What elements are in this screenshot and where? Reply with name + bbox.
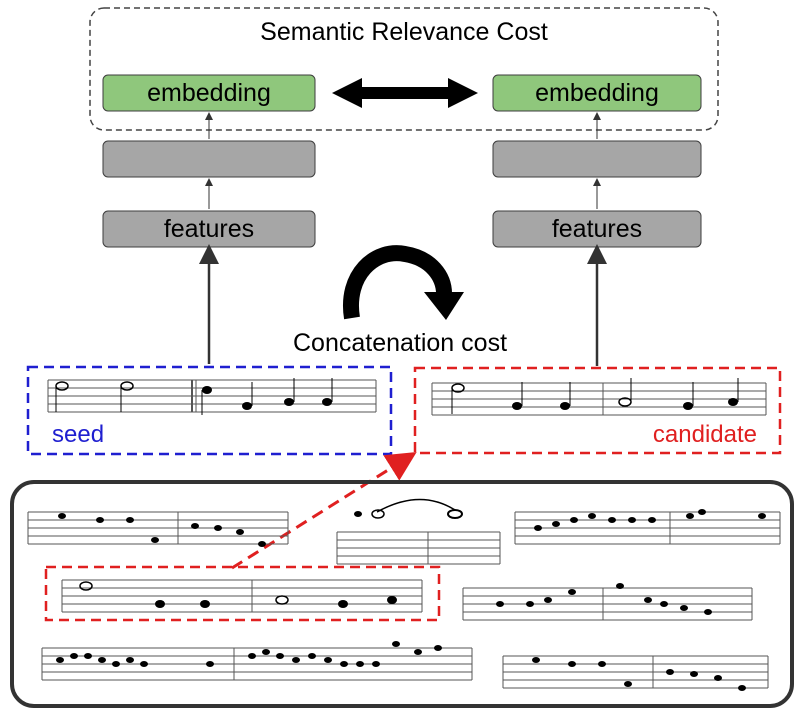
curved-arrow-icon xyxy=(342,245,464,320)
database-fragment-2 xyxy=(336,498,501,565)
database-fragment-1 xyxy=(27,511,289,547)
concatenation-cost-label: Concatenation cost xyxy=(293,329,507,357)
seed-notes xyxy=(55,378,333,415)
seed-label: seed xyxy=(52,421,104,448)
database-fragment-4 xyxy=(61,579,423,613)
unit-database-panel xyxy=(10,480,794,708)
database-fragment-7 xyxy=(502,655,769,691)
candidate-box xyxy=(413,366,782,455)
double-headed-arrow-icon xyxy=(332,78,478,108)
semantic-relevance-region xyxy=(89,7,719,131)
left-embedding-label: embedding xyxy=(147,79,271,107)
seed-music-staff-icon xyxy=(47,379,377,413)
seed-box xyxy=(26,365,393,456)
left-embedding-box xyxy=(102,74,316,112)
candidate-music-staff-icon xyxy=(431,382,767,416)
semantic-relevance-title: Semantic Relevance Cost xyxy=(260,18,548,46)
candidate-selection-arrow xyxy=(231,452,417,570)
right-embedding-box xyxy=(492,74,702,112)
right-embedding-label: embedding xyxy=(535,79,659,107)
database-fragment-5 xyxy=(462,583,753,621)
left-hidden-layer-box xyxy=(102,140,316,178)
left-features-label: features xyxy=(164,215,254,243)
database-fragment-6 xyxy=(41,641,473,681)
right-features-label: features xyxy=(552,215,642,243)
candidate-label: candidate xyxy=(653,421,757,448)
database-fragment-3 xyxy=(514,509,781,545)
highlighted-candidate-fragment xyxy=(44,565,441,622)
candidate-notes xyxy=(451,378,739,414)
right-hidden-layer-box xyxy=(492,140,702,178)
